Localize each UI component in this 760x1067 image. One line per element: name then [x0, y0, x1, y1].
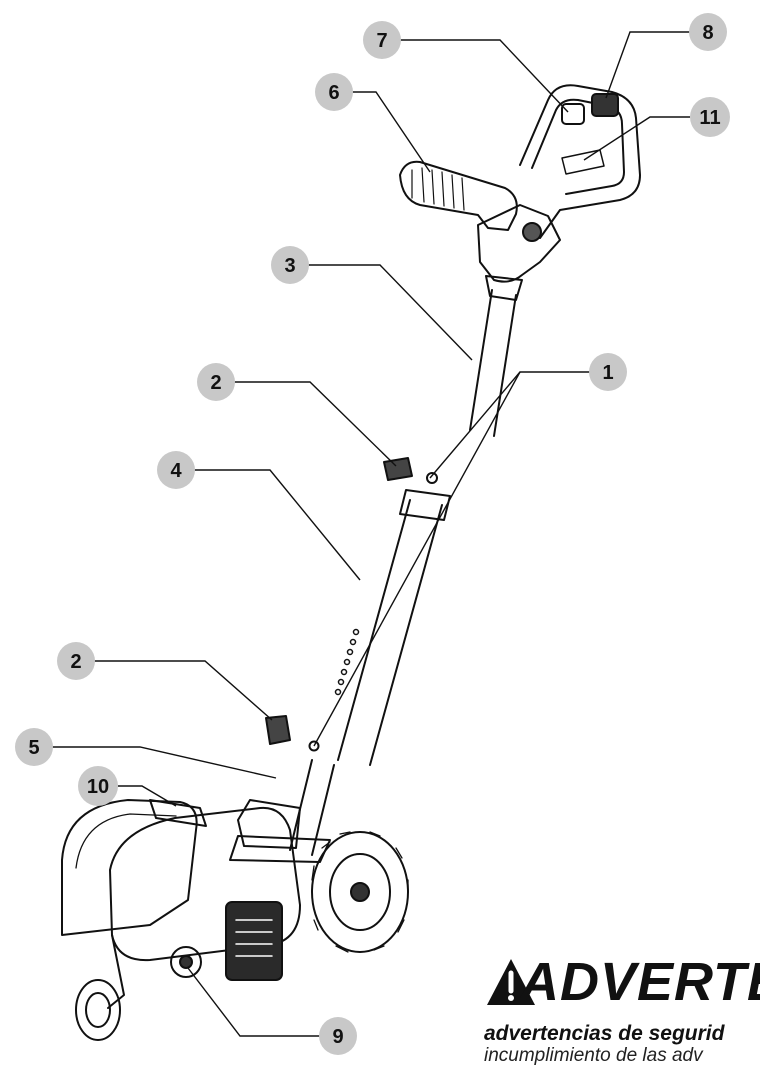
- leader-1b: [313, 371, 521, 747]
- warning-line-1: advertencias de segurid: [484, 1022, 725, 1045]
- leader-5: [52, 746, 277, 779]
- callout-4: 4: [157, 451, 195, 489]
- auxiliary-grip-ribs: [411, 167, 465, 211]
- callout-11-label: 11: [699, 107, 720, 129]
- callout-10: 10: [78, 766, 118, 806]
- callout-6: 6: [315, 73, 353, 111]
- rear-handle: [519, 84, 641, 239]
- callout-5-label: 5: [28, 737, 39, 759]
- leader-7: [400, 39, 569, 113]
- callout-8-label: 8: [702, 22, 713, 44]
- clamp-knob: [522, 222, 542, 242]
- leader-10: [118, 785, 177, 807]
- warning-title: ADVERTENC: [520, 955, 760, 1009]
- leader-2b: [94, 660, 273, 721]
- shaft-collar: [485, 275, 523, 301]
- callout-9: 9: [319, 1017, 357, 1055]
- callout-11: 11: [690, 97, 730, 137]
- leader-9: [187, 967, 320, 1037]
- callout-9-label: 9: [332, 1026, 343, 1048]
- rear-wheel-rim: [329, 853, 391, 931]
- callouts: 1 2 2 3 4 5 6 7: [15, 13, 730, 1055]
- handle-clamp: [477, 204, 561, 283]
- blade-depth-knob-center: [179, 955, 193, 969]
- battery-pack: [225, 901, 283, 981]
- callout-7: 7: [363, 21, 401, 59]
- callout-2-upper-label: 2: [210, 372, 221, 394]
- lower-shaft-clamp: [265, 715, 291, 745]
- callout-1: 1: [589, 353, 627, 391]
- leader-11: [583, 116, 690, 161]
- blade-depth-knob: [170, 946, 202, 978]
- warning-line-2: incumplimiento de las adv: [484, 1045, 703, 1066]
- callout-7-label: 7: [376, 30, 387, 52]
- callout-4-label: 4: [170, 460, 182, 482]
- lock-lever: [561, 103, 585, 125]
- callout-10-label: 10: [87, 776, 109, 798]
- callout-3-label: 3: [284, 255, 295, 277]
- warning-triangle-icon: [487, 959, 535, 1005]
- rear-wheel-hub: [350, 882, 370, 902]
- callout-5: 5: [15, 728, 53, 766]
- battery-ribs: [235, 919, 273, 957]
- blade-guard-inner: [75, 813, 177, 869]
- shaft-adjust-holes: [334, 628, 360, 696]
- leader-3: [308, 264, 473, 361]
- lock-off-switch: [591, 93, 619, 117]
- motor-housing: [109, 806, 301, 962]
- blade-guard: [61, 799, 198, 936]
- front-wheel: [75, 979, 121, 1041]
- leader-8: [605, 31, 690, 99]
- auxiliary-handle: [399, 160, 518, 231]
- callout-2-lower-label: 2: [70, 651, 81, 673]
- front-wheel-rim: [85, 992, 111, 1028]
- leader-lines: [52, 31, 690, 1037]
- callout-2-lower: 2: [57, 642, 95, 680]
- leader-2a: [234, 381, 397, 467]
- callout-3: 3: [271, 246, 309, 284]
- lower-release-button: [308, 740, 320, 752]
- trigger: [561, 149, 605, 175]
- callout-1-label: 1: [602, 362, 613, 384]
- shaft-coupler: [399, 489, 451, 521]
- middle-shaft: [337, 499, 443, 766]
- shaft-socket: [237, 799, 301, 849]
- leader-1a: [429, 371, 590, 479]
- front-wheel-mount: [107, 934, 125, 1009]
- rear-wheel-tread: [311, 831, 409, 953]
- depth-adjust-lever: [149, 799, 207, 827]
- upper-shaft: [469, 289, 517, 437]
- callout-6-label: 6: [328, 82, 339, 104]
- upper-release-button: [426, 472, 438, 484]
- upper-shaft-clamp: [383, 457, 413, 481]
- leader-4: [194, 469, 361, 581]
- edger-illustration: [61, 84, 641, 1041]
- leader-6: [352, 91, 431, 173]
- callout-2-upper: 2: [197, 363, 235, 401]
- callout-8: 8: [689, 13, 727, 51]
- base-plate: [229, 835, 331, 863]
